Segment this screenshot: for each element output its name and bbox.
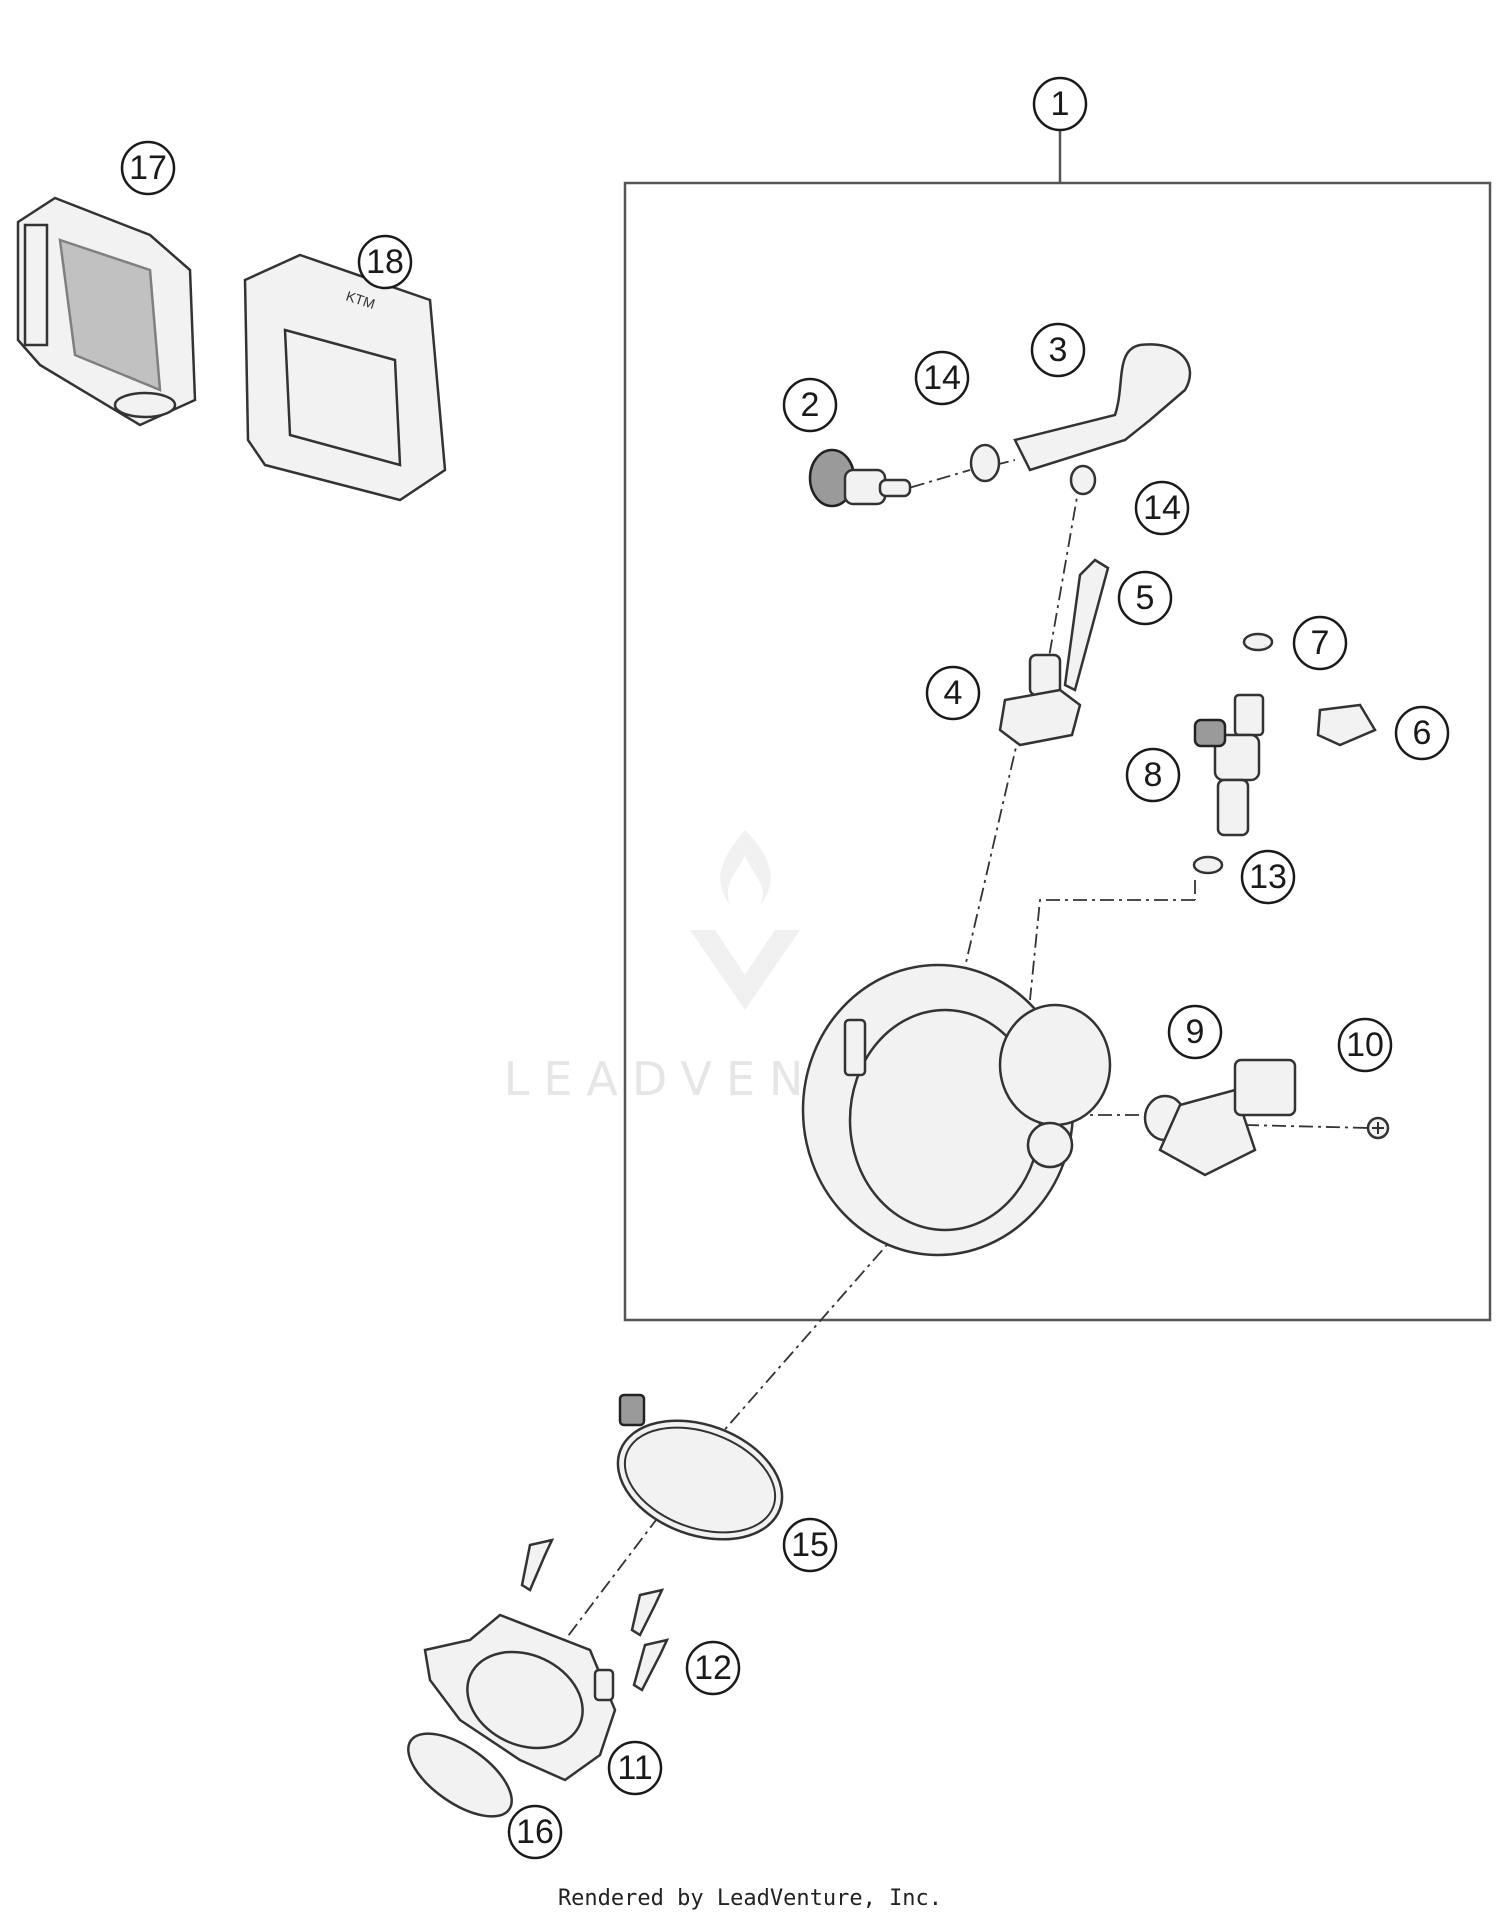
svg-text:10: 10	[1346, 1026, 1384, 1064]
callout-6: 6	[1394, 705, 1450, 761]
callout-12: 12	[685, 1640, 741, 1696]
svg-text:9: 9	[1186, 1013, 1205, 1051]
callout-13: 13	[1240, 849, 1296, 905]
callout-14-lower: 14	[1134, 480, 1190, 536]
svg-text:14: 14	[1143, 489, 1181, 527]
hose-clamp-part-14	[969, 443, 1097, 496]
vacuum-hose-part-3	[1013, 343, 1192, 472]
callout-9: 9	[1167, 1004, 1223, 1060]
svg-text:2: 2	[801, 386, 820, 424]
svg-text:3: 3	[1049, 331, 1068, 369]
callout-3: 3	[1030, 322, 1086, 378]
o-ring-part-7	[1242, 632, 1274, 652]
svg-text:15: 15	[791, 1526, 829, 1564]
fuel-injector-part-8	[1193, 693, 1265, 837]
callout-10: 10	[1337, 1017, 1393, 1073]
map-sensor-part-9	[1143, 1058, 1297, 1177]
svg-text:12: 12	[694, 1649, 732, 1687]
svg-text:6: 6	[1413, 714, 1432, 752]
pressure-sensor-part-2	[808, 448, 912, 508]
svg-text:7: 7	[1311, 624, 1330, 662]
callout-8: 8	[1125, 747, 1181, 803]
svg-text:13: 13	[1249, 858, 1287, 896]
callout-11: 11	[607, 1740, 663, 1796]
callout-16: 16	[507, 1804, 563, 1860]
svg-text:17: 17	[129, 149, 167, 187]
svg-text:16: 16	[516, 1813, 554, 1851]
o-ring-part-16	[407, 1732, 513, 1818]
svg-text:8: 8	[1144, 756, 1163, 794]
callouts: 1 2 3 4 5 6 7 8 9 10 11 12 13 14 14 15 1…	[120, 76, 1450, 1860]
hose-clamp-part-15	[616, 1393, 784, 1541]
callout-1: 1	[1032, 76, 1088, 132]
svg-text:18: 18	[366, 243, 404, 281]
connector-part-6	[1316, 703, 1377, 747]
svg-text:1: 1	[1051, 85, 1070, 123]
callout-2: 2	[782, 377, 838, 433]
svg-text:14: 14	[923, 359, 961, 397]
watermark-logo	[690, 830, 800, 1010]
callout-15: 15	[782, 1517, 838, 1573]
callout-18: 18	[357, 234, 413, 290]
svg-text:5: 5	[1136, 579, 1155, 617]
footer-credit: Rendered by LeadVenture, Inc.	[558, 1886, 942, 1911]
screw-part-10	[1366, 1116, 1390, 1140]
ecu-module-part-17	[16, 196, 197, 427]
o-ring-part-13	[1192, 855, 1224, 875]
screw-part-5	[1063, 558, 1110, 692]
throttle-sensor-part-4	[998, 653, 1082, 747]
svg-text:11: 11	[617, 1749, 652, 1787]
ecu-cover-part-18: KTM	[243, 253, 447, 502]
callout-14-upper: 14	[914, 350, 970, 406]
intake-flange-part-11	[423, 1613, 617, 1782]
svg-text:4: 4	[944, 674, 963, 712]
assembly-frame	[623, 181, 1492, 1322]
callout-17: 17	[120, 140, 176, 196]
callout-5: 5	[1117, 570, 1173, 626]
callout-4: 4	[925, 665, 981, 721]
throttle-body	[801, 963, 1112, 1257]
callout-7: 7	[1292, 615, 1348, 671]
screws-part-12	[520, 1538, 670, 1692]
